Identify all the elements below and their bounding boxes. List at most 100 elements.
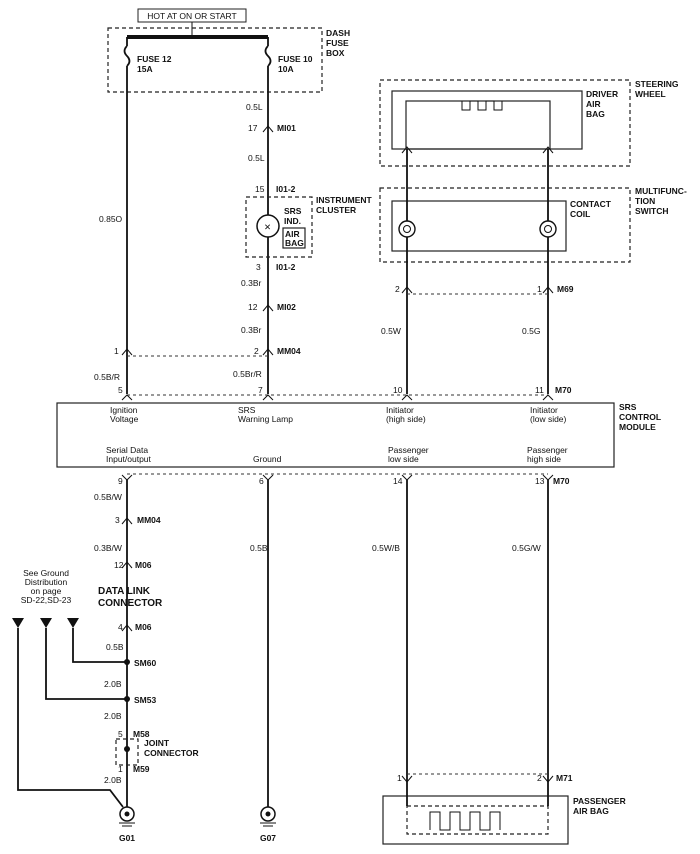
passenger-airbag: PASSENGER AIR BAG xyxy=(382,785,626,845)
joint-splice-icon xyxy=(124,746,130,752)
wire-05bw-label: 0.5B/W xyxy=(94,492,122,502)
pin-2-m71: 2 xyxy=(537,773,542,783)
pin-1-mm04: 1 xyxy=(114,346,119,356)
wire-03br-b-label: 0.3Br xyxy=(241,325,261,335)
coil-label-1: CONTACT xyxy=(570,199,612,209)
fuse-12-rating: 15A xyxy=(137,64,153,74)
wire-05b-gnd-label: 0.5B xyxy=(250,543,268,553)
ground-g07: G07 xyxy=(260,806,276,843)
pin-17: 17 xyxy=(248,123,258,133)
conn-m06-a: M06 xyxy=(135,560,152,570)
driver-airbag-1: DRIVER xyxy=(586,89,618,99)
conn-m06-b: M06 xyxy=(135,622,152,632)
ground-note-1: See Ground xyxy=(23,568,69,578)
pin-15: 15 xyxy=(255,184,265,194)
pin-10: 10 xyxy=(393,385,403,395)
steering-label-1: STEERING xyxy=(635,79,679,89)
fuse-12-name: FUSE 12 xyxy=(137,54,172,64)
ground-g07-label: G07 xyxy=(260,833,276,843)
mfs-label-3: SWITCH xyxy=(635,206,669,216)
pin-5: 5 xyxy=(118,385,123,395)
wire-05gw-label: 0.5G/W xyxy=(512,543,541,553)
wire-05br-label: 0.5Br/R xyxy=(233,369,262,379)
pin-label-init-high-2: (high side) xyxy=(386,414,426,424)
pin-5-m58: 5 xyxy=(118,729,123,739)
wire-05b-dlc-label: 0.5B xyxy=(106,642,124,652)
joint-label-2: CONNECTOR xyxy=(144,748,199,758)
conn-mm04: MM04 xyxy=(277,346,301,356)
wire-03br-a-label: 0.3Br xyxy=(241,278,261,288)
fuse-box-title-3: BOX xyxy=(326,48,345,58)
pin-label-pass-low-1: Passenger xyxy=(388,445,429,455)
pin-1-m69: 1 xyxy=(537,284,542,294)
pin-1-m59: 1 xyxy=(118,764,123,774)
driver-airbag-2: AIR xyxy=(586,99,601,109)
instrument-cluster: 15 I01-2 ✕ SRS IND. AIR BAG INSTRUMENT C… xyxy=(245,184,373,272)
splice-sm60-icon xyxy=(124,659,130,665)
wire-05bro-label: 0.5B/R xyxy=(94,372,120,382)
pin-1-m71: 1 xyxy=(397,773,402,783)
fuse-12-icon xyxy=(123,37,131,92)
dash-fuse-box: FUSE 12 15A FUSE 10 10A DASH FUSE BOX xyxy=(107,27,350,93)
conn-m58: M58 xyxy=(133,729,150,739)
fuse-box-title-2: FUSE xyxy=(326,38,349,48)
cluster-label-2: CLUSTER xyxy=(316,205,356,215)
pin-9: 9 xyxy=(118,476,123,486)
passenger-label-1: PASSENGER xyxy=(573,796,626,806)
module-label-1: SRS xyxy=(619,402,637,412)
pin-label-init-low-2: (low side) xyxy=(530,414,567,424)
wire-03bw-label: 0.3B/W xyxy=(94,543,122,553)
conn-sm53: SM53 xyxy=(134,695,156,705)
fuse-box-title-1: DASH xyxy=(326,28,350,38)
cluster-airbag-line2: BAG xyxy=(285,238,304,248)
passenger-airbag-squib-icon xyxy=(429,811,501,831)
wire-085o-label: 0.85O xyxy=(99,214,123,224)
dlc-label-2: CONNECTOR xyxy=(98,598,163,609)
pin-13: 13 xyxy=(535,476,545,486)
conn-m70-top: M70 xyxy=(555,385,572,395)
conn-mi02: MI02 xyxy=(277,302,296,312)
conn-m70-bot: M70 xyxy=(553,476,570,486)
ground-note: See Ground Distribution on page SD-22,SD… xyxy=(21,568,72,605)
srs-control-module: Ignition Voltage SRS Warning Lamp Initia… xyxy=(56,402,661,468)
ground-arrow-3-icon xyxy=(67,618,79,628)
fuse-10-name: FUSE 10 xyxy=(278,54,313,64)
joint-label-1: JOINT xyxy=(144,738,170,748)
pin-3-mm04: 3 xyxy=(115,515,120,525)
mfs-label-2: TION xyxy=(635,196,655,206)
ground-g01-label: G01 xyxy=(119,833,135,843)
pin-label-ignition-1: Ignition xyxy=(110,405,138,415)
conn-m59: M59 xyxy=(133,764,150,774)
pin-label-ignition-2: Voltage xyxy=(110,414,139,424)
pin-label-serial-2: Input/output xyxy=(106,454,152,464)
wire-05l-a-label: 0.5L xyxy=(246,102,263,112)
srs-ind-line2: IND. xyxy=(284,216,301,226)
driver-airbag-squib-icon xyxy=(461,100,503,111)
ground-arrow-2-icon xyxy=(40,618,52,628)
contact-coil-left-icon xyxy=(398,220,416,238)
module-label-2: CONTROL xyxy=(619,412,661,422)
conn-i01-bot: I01-2 xyxy=(276,262,296,272)
lamp-glyph: ✕ xyxy=(264,222,271,232)
pin-4-m06: 4 xyxy=(118,622,123,632)
fuse-10-icon xyxy=(264,37,272,92)
hot-at-on-label-group: HOT AT ON OR START xyxy=(137,8,247,37)
ground-note-4: SD-22,SD-23 xyxy=(21,595,72,605)
contact-coil-right-icon xyxy=(539,220,557,238)
wire-20b-c-label: 2.0B xyxy=(104,775,122,785)
conn-sm60: SM60 xyxy=(134,658,156,668)
wire-05l-b-label: 0.5L xyxy=(248,153,265,163)
passenger-label-2: AIR BAG xyxy=(573,806,609,816)
srs-ind-line1: SRS xyxy=(284,206,302,216)
wire-05wb-label: 0.5W/B xyxy=(372,543,400,553)
multifunction-switch: CONTACT COIL MULTIFUNC- TION SWITCH xyxy=(379,186,687,263)
joint-connector: 5 M58 1 M59 JOINT CONNECTOR xyxy=(115,729,199,774)
pin-label-ground-2: Ground xyxy=(253,454,282,464)
conn-m69: M69 xyxy=(557,284,574,294)
hot-label: HOT AT ON OR START xyxy=(147,11,236,21)
wire-20b-a-label: 2.0B xyxy=(104,679,122,689)
driver-airbag-3: BAG xyxy=(586,109,605,119)
ground-arrow-1-icon xyxy=(12,618,24,628)
conn-m71: M71 xyxy=(556,773,573,783)
